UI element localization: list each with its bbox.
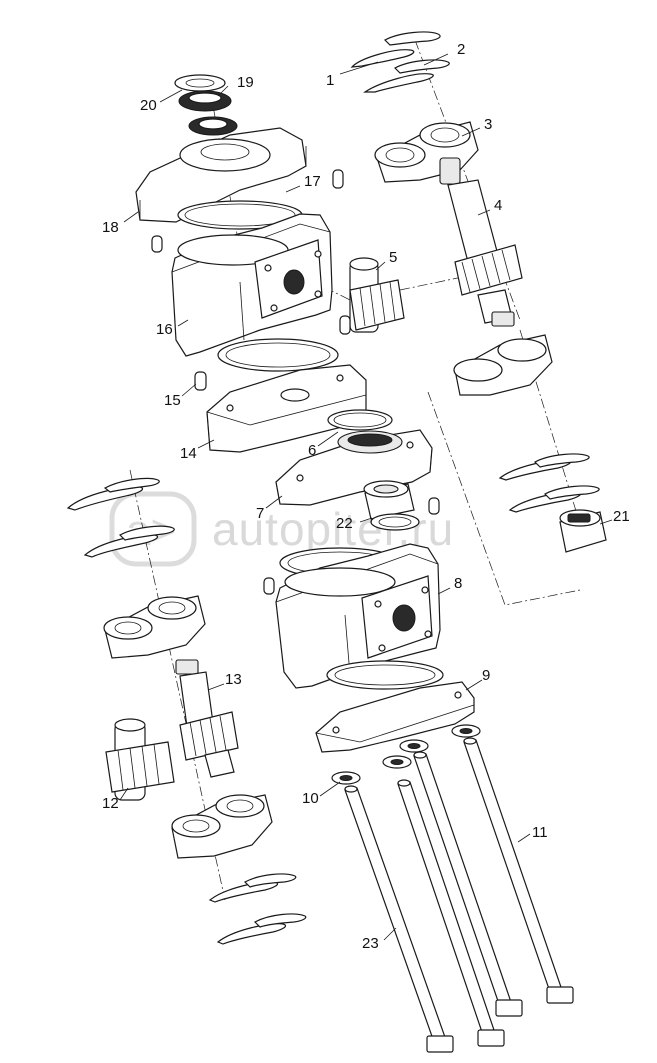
callout-3: 3 (484, 116, 492, 133)
gear-shaft-13 (175, 659, 239, 778)
bushing-block-upper-right (453, 334, 553, 396)
callout-8: 8 (454, 575, 462, 592)
callout-12: 12 (102, 795, 119, 812)
callout-13: 13 (225, 671, 242, 688)
retaining-ring-2 (363, 59, 450, 93)
callout-14: 14 (180, 445, 197, 462)
bolt-23-b (397, 779, 505, 1047)
leader-lines (119, 53, 613, 941)
pump-body-8 (275, 543, 441, 689)
callout-22: 22 (336, 515, 353, 532)
pump-body-16 (171, 213, 333, 357)
callout-18: 18 (102, 219, 119, 236)
dowel-pin-17 (332, 169, 344, 189)
dowel-pin-mid (339, 315, 351, 335)
callout-9: 9 (482, 667, 490, 684)
ring-6 (327, 409, 393, 431)
bushing-block-3 (374, 121, 479, 183)
callout-21: 21 (613, 508, 630, 525)
rear-cover-9 (315, 681, 475, 753)
dowel-pin-lower (263, 577, 275, 595)
callout-17: 17 (304, 173, 321, 190)
callout-19: 19 (237, 74, 254, 91)
callout-16: 16 (156, 321, 173, 338)
callout-7: 7 (256, 505, 264, 522)
bolt-11-b (463, 737, 574, 1004)
bolt-11-a (413, 751, 523, 1017)
callout-11: 11 (532, 824, 548, 841)
callout-15: 15 (164, 392, 181, 409)
drive-shaft-4 (439, 157, 523, 327)
end-cover-18 (135, 127, 307, 223)
callout-4: 4 (494, 197, 502, 214)
bushing-22 (363, 480, 420, 531)
bolt-23-a (344, 785, 454, 1053)
callout-23: 23 (362, 935, 379, 952)
seal-ring-20 (174, 74, 226, 92)
callout-5: 5 (389, 249, 397, 266)
callout-labels: 1 2 3 4 5 6 7 8 9 10 11 12 13 14 15 16 1… (102, 41, 630, 952)
driven-gear-5 (349, 257, 405, 333)
dowel-pin-left (151, 235, 163, 253)
bushing-block-left-upper (103, 595, 206, 659)
retaining-ring-1 (350, 31, 441, 68)
callout-10: 10 (302, 790, 319, 807)
needle-bearing-21 (559, 509, 607, 553)
retaining-rings-left-bottom (208, 873, 307, 945)
callout-20: 20 (140, 97, 157, 114)
oil-seal-19 (178, 90, 232, 112)
intermediate-plate-14 (206, 364, 367, 453)
watermark: a> autopiter.ru (109, 491, 453, 567)
bushing-block-left-lower (171, 794, 273, 859)
flange-plate-7 (275, 429, 433, 506)
washer-upper (188, 116, 238, 136)
callout-6: 6 (308, 442, 316, 459)
seal-ring-lower (326, 660, 444, 690)
gear-12 (105, 718, 175, 801)
retaining-rings-right (498, 453, 600, 513)
seal-ring-mid (217, 338, 339, 372)
washers-10 (331, 724, 481, 785)
watermark-logo-icon (109, 491, 197, 567)
callout-1: 1 (326, 72, 334, 89)
dowel-pin-22-side (428, 497, 440, 515)
dowel-pin-15 (194, 371, 207, 391)
callout-2: 2 (457, 41, 465, 58)
retaining-rings-left-top (66, 477, 175, 558)
